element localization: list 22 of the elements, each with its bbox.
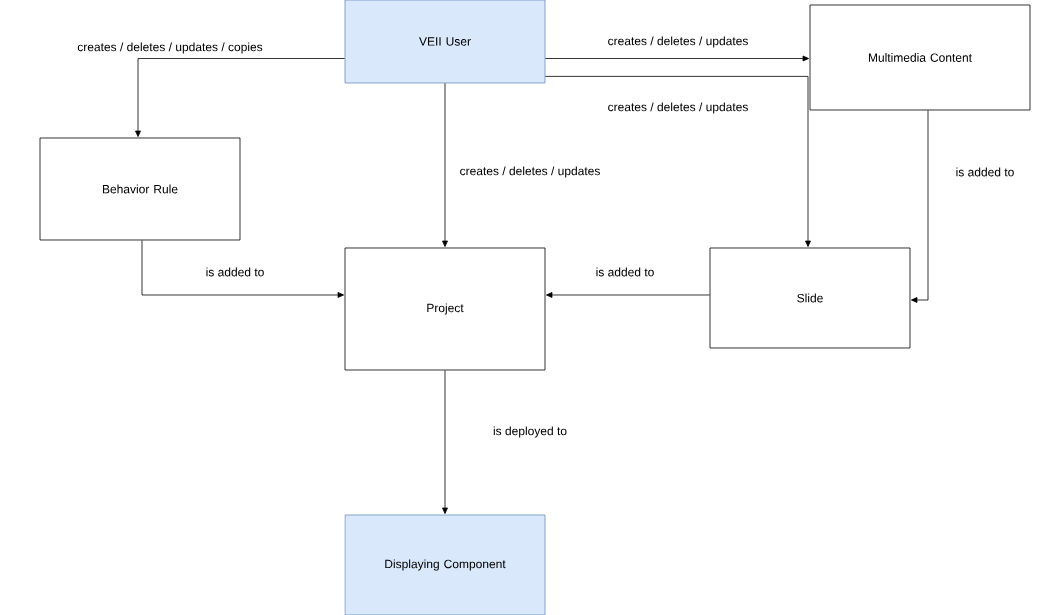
user-box: Displaying Component: [344, 514, 546, 615]
arrow: [442, 370, 448, 514]
arrow: [546, 292, 710, 298]
process-box: Multimedia Content: [809, 4, 1031, 111]
arrow: [911, 110, 929, 303]
arrow: [135, 58, 345, 137]
process-box: Behavior Rule: [39, 137, 241, 241]
process-box: Slide: [709, 247, 911, 349]
user-box: VEII User: [344, 0, 546, 84]
edge-label: is added to: [594, 266, 656, 278]
edge-label: is added to: [204, 266, 266, 278]
edge-label: creates / deletes / updates: [606, 101, 750, 115]
edge-label: creates / deletes / updates: [606, 35, 750, 49]
arrow: [141, 240, 344, 298]
edge-label: creates / deletes / updates / copies: [76, 41, 264, 55]
arrow: [545, 76, 811, 247]
process-box: Project: [344, 247, 546, 371]
arrow: [442, 83, 448, 247]
edge-label: is deployed to: [492, 425, 569, 439]
edge-label: is added to: [954, 166, 1016, 178]
arrow: [545, 55, 809, 62]
edge-label: creates / deletes / updates: [458, 165, 602, 179]
